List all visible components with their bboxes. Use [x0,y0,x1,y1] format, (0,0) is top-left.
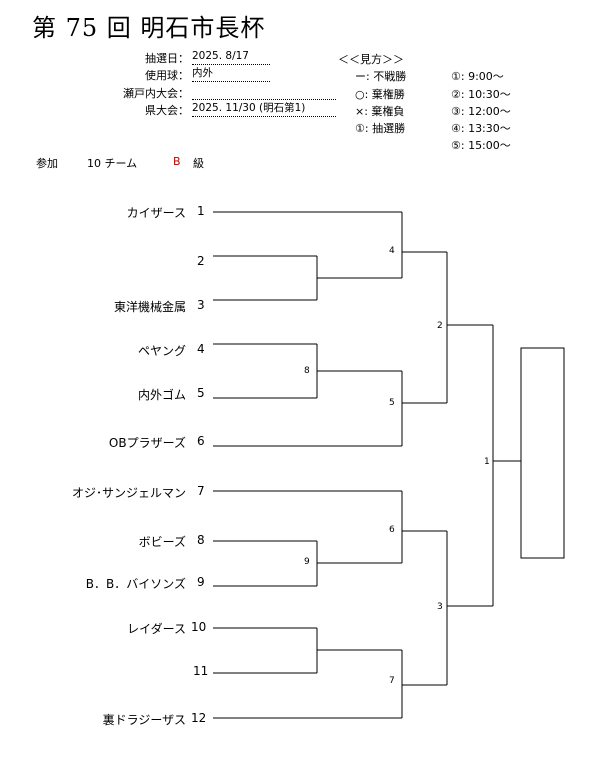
team-seed-6: 6 [197,434,205,448]
team-seed-3: 3 [197,298,205,312]
info-colon: ： [178,87,189,100]
team-name-6: OBプラザーズ [108,436,186,450]
game-number-9: 9 [304,557,310,567]
team-name-9: B．B．バイソンズ [85,577,186,591]
team-name-8: ボビーズ [138,535,186,549]
legend-time-2: ②: 10:30～ [451,88,511,101]
team-name-5: 内外ゴム [137,388,186,402]
team-seed-12: 12 [191,711,207,725]
game-number-8: 8 [304,366,310,376]
team-name-3: 東洋機械金属 [113,300,186,314]
info-colon: ： [178,69,189,82]
legend-time-4: ④: 13:30～ [451,122,511,135]
team-seed-5: 5 [197,386,205,400]
info-value-prefectural: 2025. 11/30 (明石第1) [192,102,336,117]
team-seed-4: 4 [197,342,205,356]
info-label-ball: 使用球 [145,69,178,82]
legend-time-1: ①: 9:00～ [451,70,504,83]
team-name-12: 裏ドラジーザス [102,713,186,727]
page-title: 第 75 回 明石市長杯 [32,14,266,42]
game-number-6: 6 [389,525,395,535]
champion-box [520,347,565,559]
team-seed-2: 2 [197,254,205,268]
game-number-3: 3 [437,602,443,612]
team-name-7: オジ･サンジェルマン [71,486,186,500]
legend-mark-walkover: ー: 不戦勝 [355,70,407,83]
info-colon: ： [178,104,189,117]
team-name-10: レイダース [127,622,186,636]
game-number-5: 5 [389,398,395,408]
team-name-1: カイザース [126,206,186,220]
info-value-lottery-date: 2025. 8/17 [192,50,270,65]
info-value-ball: 内外 [192,67,270,82]
legend-mark-forfeit-loss: ×: 棄権負 [355,105,405,118]
game-number-4: 4 [389,246,395,256]
participation-count: 10 チーム [87,157,138,170]
team-seed-8: 8 [197,533,205,547]
info-colon: ： [178,52,189,65]
participation-grade: B [173,155,181,168]
legend-time-5: ⑤: 15:00～ [451,139,511,152]
legend-time-3: ③: 12:00～ [451,105,511,118]
team-seed-11: 11 [193,664,209,678]
info-label-setouchi: 瀬戸内大会 [123,87,178,100]
participation-grade-suffix: 級 [193,157,204,170]
game-number-2: 2 [437,321,443,331]
participation-label: 参加 [36,157,58,170]
team-seed-7: 7 [197,484,205,498]
game-number-1: 1 [484,457,490,467]
info-label-lottery-date: 抽選日 [145,52,178,65]
team-name-4: ペヤング [137,344,186,358]
team-seed-9: 9 [197,575,205,589]
legend-mark-lottery-win: ①: 抽選勝 [355,122,406,135]
team-seed-10: 10 [191,620,207,634]
team-seed-1: 1 [197,204,205,218]
game-number-7: 7 [389,676,395,686]
info-label-prefectural: 県大会 [145,104,178,117]
info-value-setouchi [192,85,336,100]
legend-mark-forfeit-win: ○: 棄権勝 [355,88,405,101]
legend-heading: ＜＜見方＞＞ [338,53,404,66]
